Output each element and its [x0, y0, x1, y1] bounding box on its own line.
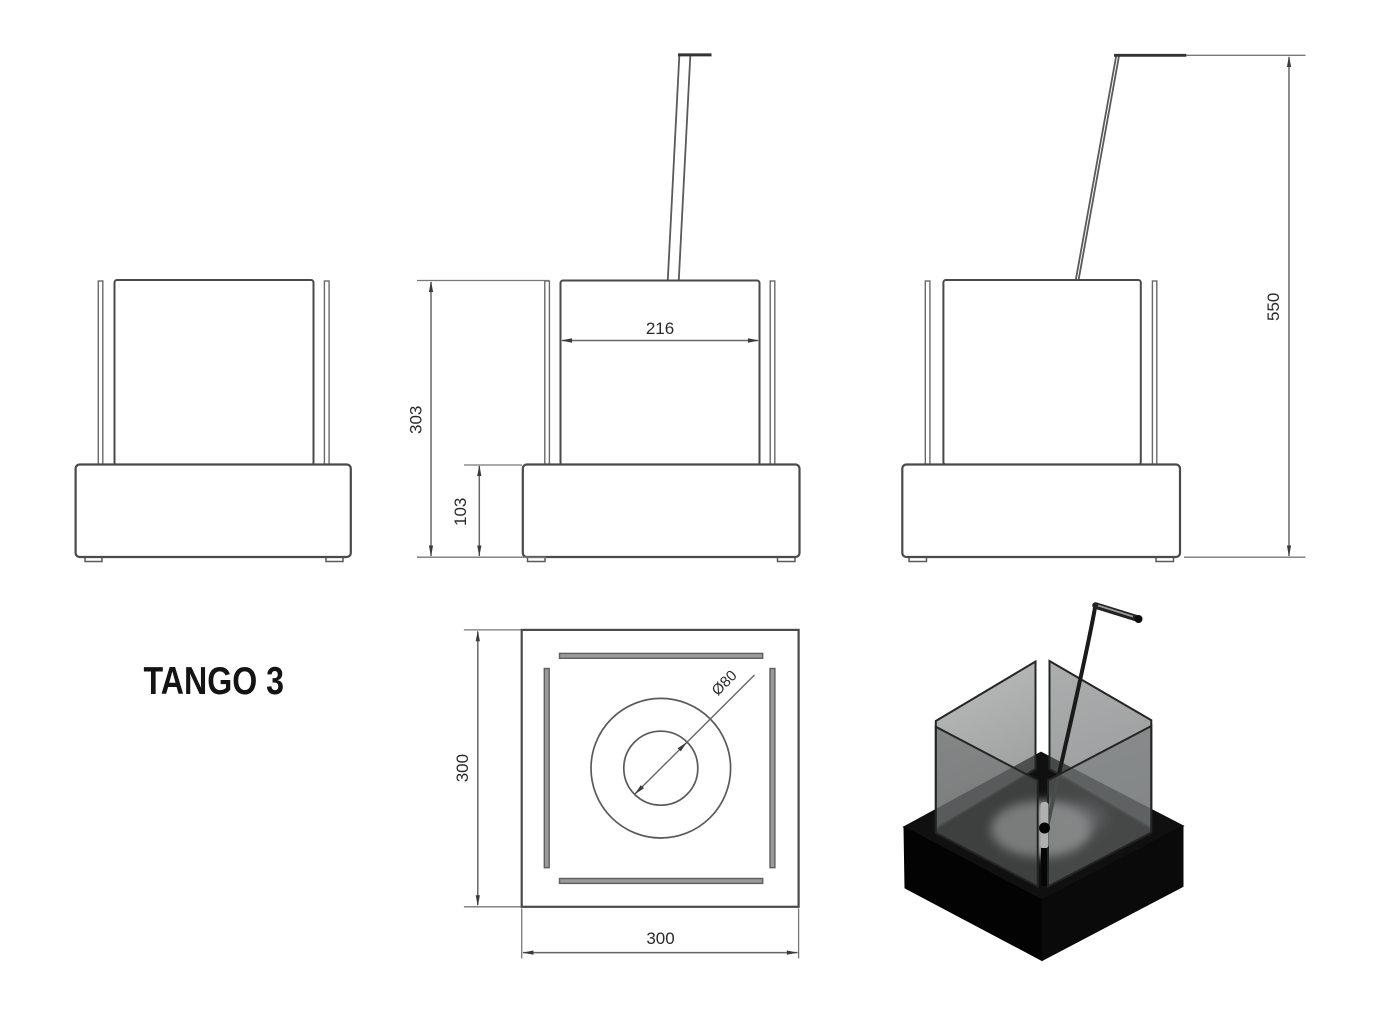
svg-text:216: 216 [646, 319, 674, 338]
svg-text:300: 300 [453, 754, 472, 782]
svg-text:300: 300 [646, 929, 674, 948]
svg-text:TANGO 3: TANGO 3 [144, 660, 285, 703]
svg-text:103: 103 [451, 498, 470, 526]
svg-text:550: 550 [1264, 293, 1283, 321]
svg-text:303: 303 [407, 406, 426, 434]
